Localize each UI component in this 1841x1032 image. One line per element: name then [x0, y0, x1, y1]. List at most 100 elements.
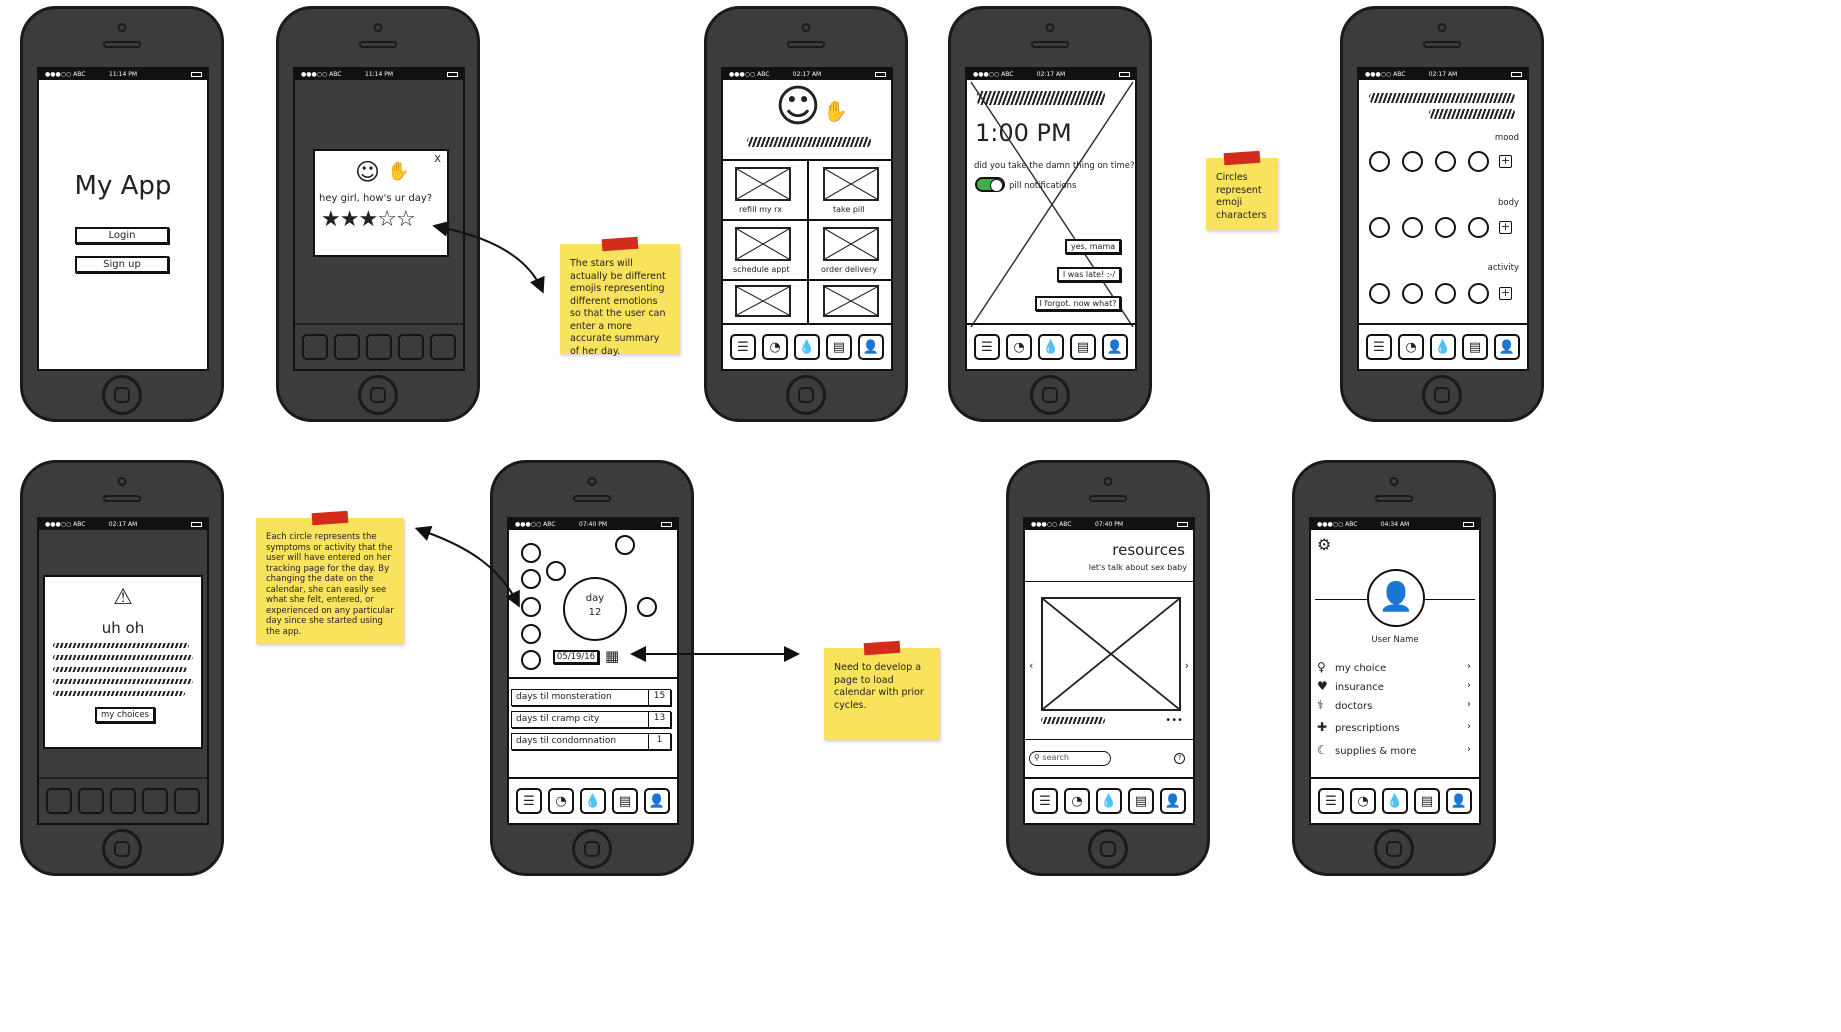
schedule-appt-image[interactable] — [735, 227, 791, 261]
body-circle[interactable] — [1435, 217, 1456, 238]
home-button[interactable] — [1088, 829, 1128, 869]
home-button[interactable] — [102, 375, 142, 415]
dashboard-icon[interactable]: ◔ — [762, 334, 788, 360]
home-button[interactable] — [572, 829, 612, 869]
tab-placeholder[interactable] — [302, 334, 328, 360]
tab-placeholder[interactable] — [174, 788, 200, 814]
tab-placeholder[interactable] — [46, 788, 72, 814]
login-button[interactable]: Login — [75, 227, 169, 244]
dashboard-icon[interactable]: ◔ — [1350, 788, 1376, 814]
avatar[interactable]: 👤 — [1367, 569, 1425, 627]
home-button[interactable] — [1374, 829, 1414, 869]
book-icon[interactable]: ▤ — [1462, 334, 1488, 360]
list-icon[interactable]: ☰ — [1366, 334, 1392, 360]
take-pill-image[interactable] — [823, 167, 879, 201]
mood-circle[interactable] — [1468, 151, 1489, 172]
add-activity-icon[interactable]: + — [1499, 286, 1512, 300]
drop-icon[interactable]: 💧 — [1096, 788, 1122, 814]
activity-circle[interactable] — [1468, 283, 1489, 304]
pill-notifications-toggle[interactable] — [975, 177, 1005, 192]
body-circle[interactable] — [1369, 217, 1390, 238]
star-outline-icon[interactable]: ☆ — [395, 207, 416, 232]
home-button[interactable] — [1030, 375, 1070, 415]
tab-placeholder[interactable] — [78, 788, 104, 814]
user-icon[interactable]: 👤 — [1160, 788, 1186, 814]
symptom-circle[interactable] — [637, 597, 657, 617]
answer-yes-button[interactable]: yes, mama — [1065, 239, 1121, 254]
star-outline-icon[interactable]: ☆ — [377, 207, 397, 232]
body-circle[interactable] — [1402, 217, 1423, 238]
drop-icon[interactable]: 💧 — [1038, 334, 1064, 360]
tile-label[interactable]: schedule appt — [733, 265, 790, 274]
date-field[interactable]: 05/19/16 — [553, 650, 599, 664]
drop-icon[interactable]: 💧 — [1430, 334, 1456, 360]
gear-icon[interactable]: ⚙ — [1317, 535, 1332, 554]
signup-button[interactable]: Sign up — [75, 256, 169, 273]
activity-circle[interactable] — [1402, 283, 1423, 304]
activity-circle[interactable] — [1369, 283, 1390, 304]
dashboard-icon[interactable]: ◔ — [548, 788, 574, 814]
symptom-circle[interactable] — [521, 543, 541, 563]
star-icon[interactable]: ★ — [339, 207, 360, 232]
symptom-circle[interactable] — [521, 597, 541, 617]
symptom-circle[interactable] — [615, 535, 635, 555]
book-icon[interactable]: ▤ — [826, 334, 852, 360]
menu-item-insurance[interactable]: ♥insurance› — [1317, 676, 1471, 696]
list-icon[interactable]: ☰ — [516, 788, 542, 814]
symptom-circle[interactable] — [521, 569, 541, 589]
drop-icon[interactable]: 💧 — [794, 334, 820, 360]
book-icon[interactable]: ▤ — [1128, 788, 1154, 814]
star-icon[interactable]: ★ — [321, 207, 341, 232]
home-button[interactable] — [358, 375, 398, 415]
calendar-icon[interactable]: ▦ — [605, 647, 620, 665]
menu-item-doctors[interactable]: ⚕doctors› — [1317, 695, 1471, 715]
drop-icon[interactable]: 💧 — [580, 788, 606, 814]
add-body-icon[interactable]: + — [1499, 220, 1512, 234]
book-icon[interactable]: ▤ — [1070, 334, 1096, 360]
menu-item-prescriptions[interactable]: ✚prescriptions› — [1317, 717, 1471, 737]
user-icon[interactable]: 👤 — [858, 334, 884, 360]
resource-image[interactable] — [1041, 597, 1181, 711]
star-rating[interactable]: ★★★☆☆ — [321, 207, 416, 232]
carousel-next-icon[interactable]: › — [1184, 659, 1189, 672]
answer-forgot-button[interactable]: I forgot. now what? — [1035, 296, 1121, 311]
symptom-circle[interactable] — [521, 650, 541, 670]
carousel-prev-icon[interactable]: ‹ — [1029, 659, 1034, 672]
search-input[interactable]: ⚲ search — [1029, 751, 1111, 766]
add-mood-icon[interactable]: + — [1499, 154, 1512, 168]
body-circle[interactable] — [1468, 217, 1489, 238]
user-icon[interactable]: 👤 — [1102, 334, 1128, 360]
mood-circle[interactable] — [1402, 151, 1423, 172]
home-button[interactable] — [102, 829, 142, 869]
more-icon[interactable]: ••• — [1165, 715, 1183, 726]
drop-icon[interactable]: 💧 — [1382, 788, 1408, 814]
tab-placeholder[interactable] — [142, 788, 168, 814]
answer-late-button[interactable]: I was late! :-/ — [1057, 267, 1121, 282]
tab-placeholder[interactable] — [366, 334, 392, 360]
tile-label[interactable]: refill my rx — [739, 205, 782, 214]
tile-label[interactable]: take pill — [833, 205, 865, 214]
symptom-circle[interactable] — [521, 624, 541, 644]
activity-circle[interactable] — [1435, 283, 1456, 304]
home-button[interactable] — [786, 375, 826, 415]
dashboard-icon[interactable]: ◔ — [1398, 334, 1424, 360]
help-icon[interactable]: ? — [1174, 753, 1185, 764]
home-button[interactable] — [1422, 375, 1462, 415]
menu-item-my-choice[interactable]: ♀my choice› — [1317, 657, 1471, 677]
dashboard-icon[interactable]: ◔ — [1006, 334, 1032, 360]
user-icon[interactable]: 👤 — [1494, 334, 1520, 360]
user-icon[interactable]: 👤 — [1446, 788, 1472, 814]
placeholder-image[interactable] — [823, 285, 879, 317]
menu-item-supplies[interactable]: ☾supplies & more› — [1317, 740, 1471, 760]
mood-circle[interactable] — [1435, 151, 1456, 172]
tab-placeholder[interactable] — [110, 788, 136, 814]
day-circle[interactable] — [563, 577, 627, 641]
mood-circle[interactable] — [1369, 151, 1390, 172]
refill-rx-image[interactable] — [735, 167, 791, 201]
book-icon[interactable]: ▤ — [612, 788, 638, 814]
tile-label[interactable]: order delivery — [821, 265, 877, 274]
tab-placeholder[interactable] — [430, 334, 456, 360]
dashboard-icon[interactable]: ◔ — [1064, 788, 1090, 814]
symptom-circle[interactable] — [546, 561, 566, 581]
list-icon[interactable]: ☰ — [730, 334, 756, 360]
